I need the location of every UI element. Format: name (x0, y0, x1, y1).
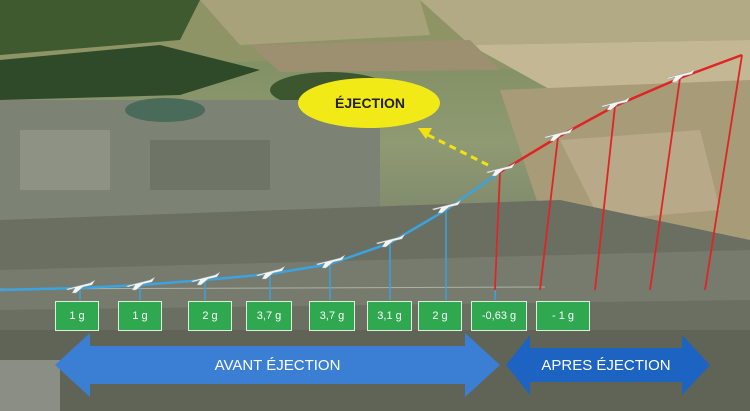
aircraft-icon (485, 162, 516, 177)
avant-ejection-arrow (55, 333, 500, 397)
g-force-box: 2 g (418, 301, 462, 331)
g-force-box: -0,63 g (471, 301, 527, 331)
apres-ejection-arrow (506, 335, 710, 395)
aircraft-icon (375, 233, 406, 248)
aircraft-icon (65, 279, 96, 294)
aircraft-icon (665, 68, 696, 83)
g-force-box: 2 g (188, 301, 232, 331)
ejection-label: ÉJECTION (334, 95, 405, 111)
red-drop-lines (494, 54, 743, 291)
apres-ejection-label: APRES ÉJECTION (541, 356, 671, 374)
aircraft-icon (255, 265, 286, 280)
aircraft-icon (431, 199, 462, 214)
avant-ejection-label: AVANT ÉJECTION (214, 356, 341, 374)
aircraft-icons (65, 68, 696, 294)
g-force-box: 1 g (55, 301, 99, 331)
aircraft-icon (315, 254, 346, 269)
aircraft-icon (543, 127, 574, 142)
ejection-arrow-head (418, 128, 432, 139)
g-force-box: 3,7 g (309, 301, 355, 331)
ejection-ellipse (298, 78, 440, 128)
aircraft-icon (600, 96, 631, 111)
g-force-box: - 1 g (536, 301, 590, 331)
g-force-box: 3,7 g (246, 301, 292, 331)
g-force-box: 1 g (118, 301, 162, 331)
g-force-box: 3,1 g (367, 301, 412, 331)
aircraft-icon (125, 276, 156, 291)
aircraft-icon (190, 271, 221, 286)
